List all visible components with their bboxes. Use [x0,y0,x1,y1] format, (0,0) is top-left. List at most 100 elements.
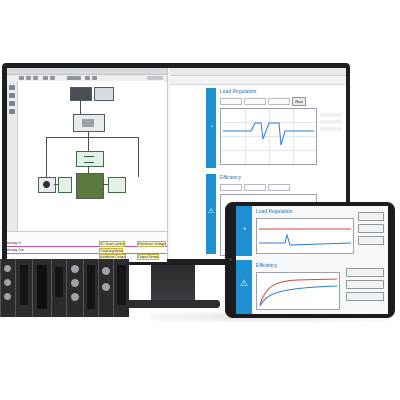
wire-tool-icon[interactable] [9,93,15,98]
wire [80,100,81,114]
wiring-diagram: Analog In Analog Out DC Dual Current Ref… [7,240,167,262]
panel1-side-label [320,127,342,131]
step-icon[interactable] [50,76,55,80]
diagram-block-top-left[interactable] [70,87,92,101]
probe-tool-icon[interactable] [9,109,15,114]
wiring-line-magenta [7,246,167,247]
panel2-field-b[interactable] [244,184,266,191]
terminal-connector [20,265,28,305]
diagram-block-green[interactable] [76,151,104,167]
io-module [32,259,51,317]
io-module [15,259,32,317]
panel1-side-label [320,113,342,117]
wire [46,137,138,138]
io-hardware-chassis [0,259,129,317]
panel2-sidebar [206,174,216,254]
bnc-connector [4,293,11,300]
gauge-icon: ◔ [208,124,214,131]
align-icon[interactable] [85,76,90,80]
bnc-connector [4,279,11,286]
tablet-efficiency-plot [256,272,340,310]
pointer-tool-icon[interactable] [9,85,15,90]
terminal-connector [55,267,63,297]
panel2-title: Efficiency [220,175,242,181]
monitor-stand-base [126,300,220,308]
panel1-side-label [320,120,342,124]
bnc-connector [102,267,110,275]
wiring-row2-label: Analog Out [7,248,24,252]
tablet-panel1-sidebar [236,206,252,256]
panel1-field-b[interactable] [244,98,266,105]
load-regulation-plot [220,108,317,165]
io-module [83,259,98,317]
warning-icon: ⚠ [207,208,215,215]
dsub-connector [37,265,47,309]
load-regulation-trace [223,122,314,146]
tablet-camera [229,258,232,261]
tablet-control-4[interactable] [346,268,384,277]
io-module [51,259,66,317]
tablet-control-2[interactable] [358,224,384,233]
tablet-panel2-sidebar [236,260,252,314]
diagram-block-small[interactable] [58,177,72,193]
diagram-titlebar[interactable] [7,68,167,75]
diagram-block-middle[interactable] [73,114,105,132]
bnc-connector [71,265,79,273]
wire [54,184,58,185]
io-module [113,259,129,317]
wire [138,137,139,177]
tablet-panel1-title: Load Regulation [256,209,293,215]
callout-1: DC Dual Current [99,241,126,247]
warning-icon: ⚠ [239,278,249,288]
panel1-field-a[interactable] [220,98,242,105]
bnc-connector [102,283,110,291]
wiring-line-blue [7,253,167,254]
block-diagram-canvas[interactable] [18,81,165,231]
diagram-block-right[interactable] [108,177,126,193]
diagram-block-board[interactable] [76,173,104,199]
font-dropdown[interactable] [67,76,81,80]
panel1-field-c[interactable] [268,98,290,105]
panel2-field-a[interactable] [220,184,242,191]
io-module [66,259,83,317]
panel1-title: Load Regulation [220,89,257,95]
callout-2: Trim/Deg/Meas [99,248,124,254]
text-tool-icon[interactable] [9,101,15,106]
wire [88,131,89,151]
tablet-control-5[interactable] [346,280,384,289]
tool-palette [7,81,18,259]
search-input[interactable] [147,76,163,80]
callout-5: Output Sense [137,254,160,260]
panel1-sidebar [206,88,216,168]
wire [102,184,108,185]
wiring-row1-label: Analog In [7,241,21,245]
diagram-block-top-right[interactable] [94,87,114,101]
distribute-icon[interactable] [92,76,97,80]
pause-icon[interactable] [33,76,38,80]
tablet-load-regulation-plot [256,218,354,254]
run-button[interactable]: Run [292,97,306,106]
diagram-block-bottom-left[interactable] [38,177,56,193]
gauge-icon: ◔ [241,224,247,234]
highlight-icon[interactable] [43,76,48,80]
tablet-control-3[interactable] [358,236,384,245]
tablet-control-6[interactable] [346,292,384,301]
front-panel-menubar[interactable] [170,68,346,76]
tablet-efficiency-trace [259,278,338,307]
callout-4: Reference Voltage [137,241,167,247]
wire [88,166,89,177]
stop-icon[interactable] [26,76,31,80]
tablet-panel2-title: Efficiency [256,263,278,269]
bnc-connector [4,265,11,272]
diagram-editor-window [7,68,168,259]
io-module [0,259,15,317]
tablet-control-1[interactable] [358,212,384,221]
terminal-connector [117,265,126,305]
panel2-field-c[interactable] [268,184,290,191]
bnc-connector [71,279,79,287]
io-module [98,259,113,317]
run-icon[interactable] [19,76,24,80]
wire [46,137,47,177]
front-panel-tabbar[interactable] [170,76,346,85]
terminal-connector [87,265,95,309]
